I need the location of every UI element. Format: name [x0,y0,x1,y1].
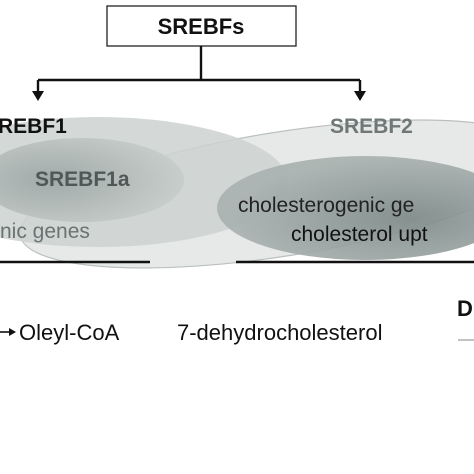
oleyl-coa-label: Oleyl-CoA [19,320,120,345]
srebf2-label: SREBF2 [330,115,413,138]
srebfs-box [106,5,297,47]
left-arrowhead [32,91,44,101]
branch-connector [36,46,362,92]
cut-letter-label: D [457,296,473,321]
srebfs-label: SREBFs [158,14,245,39]
cholesterogenic-ellipse [217,156,474,260]
lipogenic-genes-label: nic genes [0,220,90,243]
cholesterol-uptake-label: cholesterol upt [291,223,428,246]
right-arrowhead [354,91,366,101]
oleyl-arrow [0,328,16,336]
cholesterogenic-genes-label: cholesterogenic ge [238,194,414,217]
srebf1a-ellipse [0,138,184,222]
srebf1-label: REBF1 [0,115,67,138]
dehydrocholesterol-label: 7-dehydrocholesterol [177,320,382,345]
srebf1a-label: SREBF1a [35,168,130,191]
